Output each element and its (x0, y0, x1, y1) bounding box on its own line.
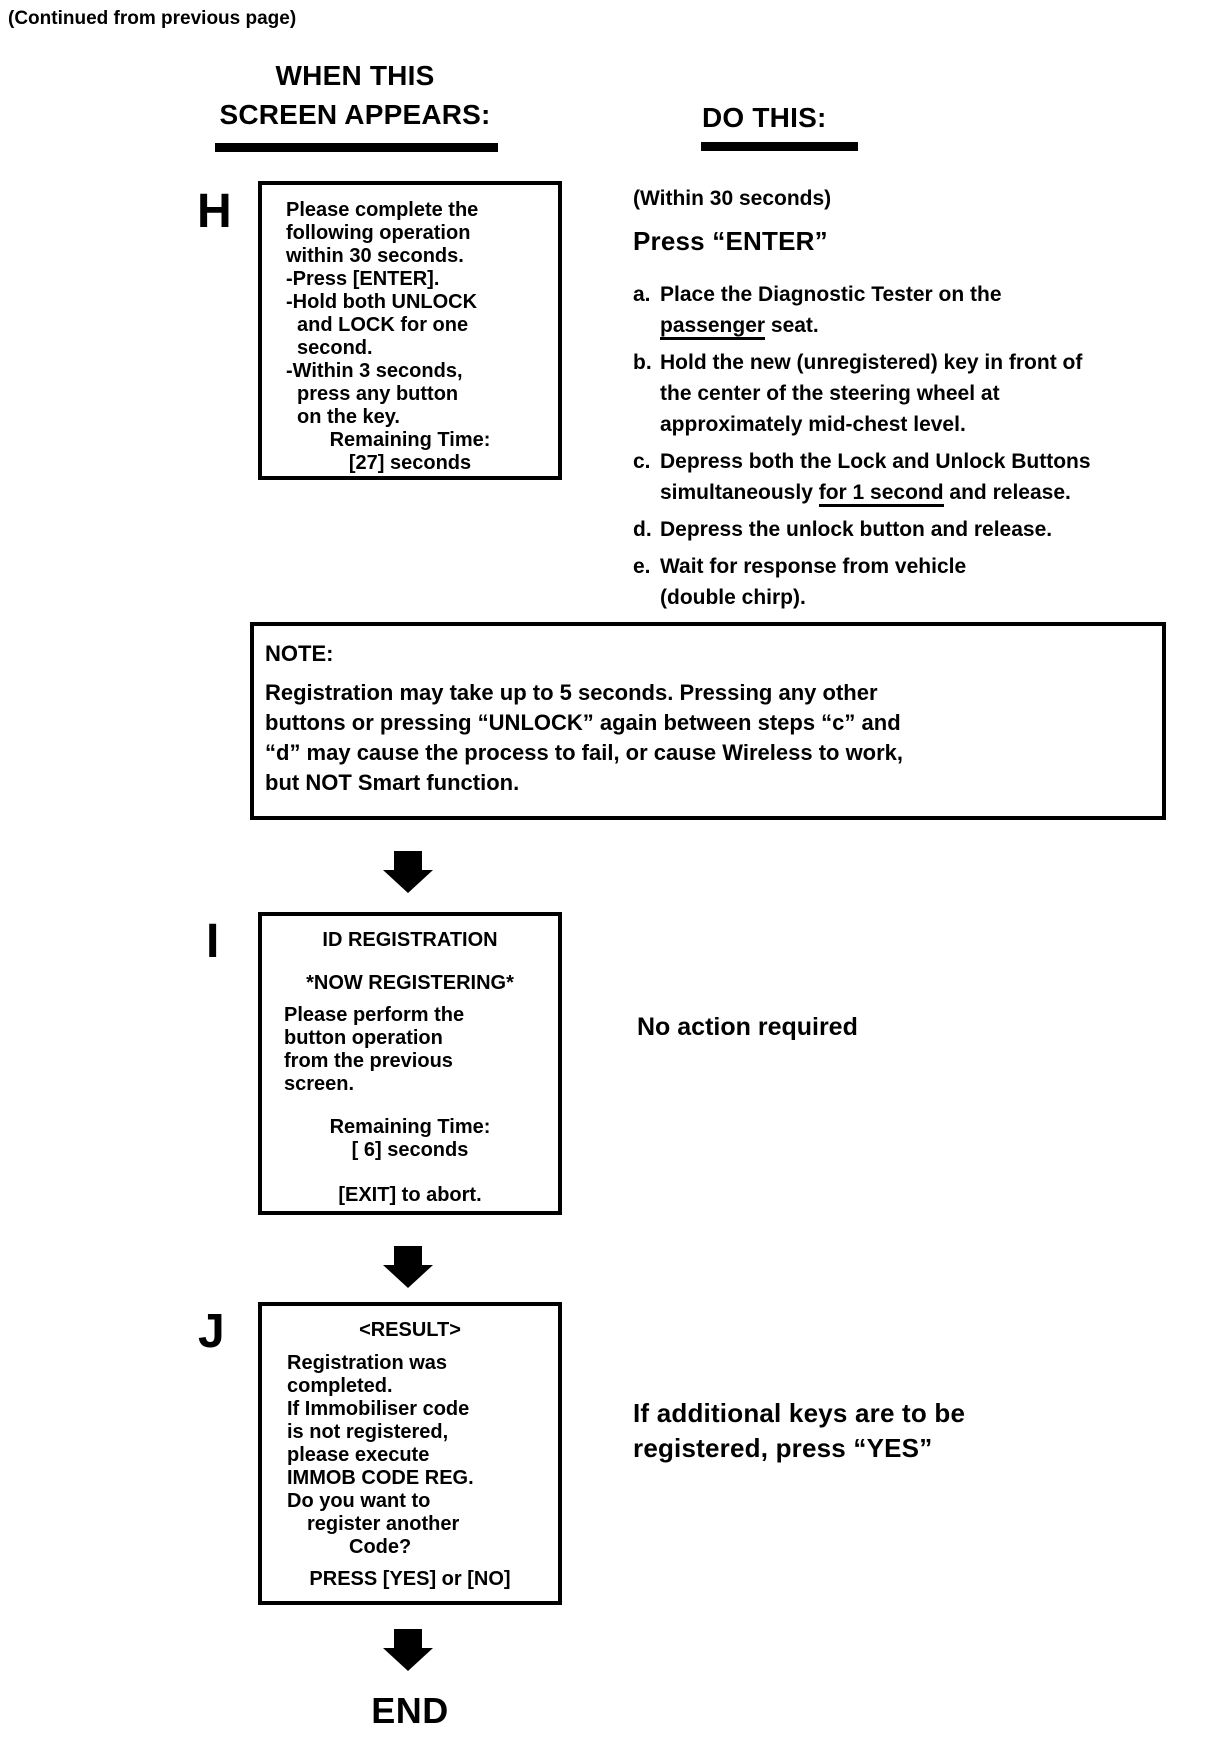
item-text: Hold the new (unregistered) key in front… (660, 351, 1083, 436)
screen-h-line: Please complete the (286, 199, 479, 221)
screen-h-remaining-value: [27] seconds (348, 452, 472, 474)
down-arrow-icon (383, 1629, 433, 1671)
left-column-header-line1: WHEN THIS (275, 60, 435, 91)
underlined-text: for 1 second (818, 481, 944, 507)
underlined-text: passenger (660, 314, 766, 340)
screen-h-line: press any button (297, 383, 459, 405)
arrow-head (383, 870, 433, 893)
item-text: Depress both the Lock and Unlock Buttons… (660, 446, 1091, 508)
note-line: “d” may cause the process to fail, or ca… (265, 740, 904, 765)
note-line: Registration may take up to 5 seconds. P… (265, 680, 878, 705)
screen-j: <RESULT> Registration was completed. If … (258, 1302, 562, 1605)
step-j-label: J (198, 1305, 225, 1358)
item-text: Depress the unlock button and release. (660, 518, 1053, 541)
instruction-item-b: b. Hold the new (unregistered) key in fr… (633, 347, 1213, 440)
screen-j-line: is not registered, (287, 1421, 449, 1443)
right-column-header: DO THIS: (702, 102, 827, 133)
arrow-stem (394, 851, 422, 870)
screen-j-line: Code? (349, 1536, 412, 1558)
step-h-instruction-list: a. Place the Diagnostic Tester on the pa… (633, 279, 1213, 613)
item-marker: c. (633, 450, 651, 473)
left-header-underline (215, 143, 498, 152)
screen-j-line: IMMOB CODE REG. (287, 1467, 474, 1489)
screen-i-remaining-label: Remaining Time: (329, 1116, 491, 1138)
down-arrow-icon (383, 851, 433, 893)
screen-h-line: within 30 seconds. (286, 245, 464, 267)
screen-h: Please complete the following operation … (258, 181, 562, 480)
arrow-head (383, 1648, 433, 1671)
screen-h-remaining-label: Remaining Time: (329, 429, 491, 451)
item-text: Wait for response from vehicle (double c… (660, 555, 967, 609)
arrow-stem (394, 1629, 422, 1648)
left-column-header: WHEN THIS SCREEN APPEARS: (180, 56, 530, 134)
arrow-head (383, 1265, 433, 1288)
step-j-action-line2: registered, press “YES” (633, 1433, 933, 1463)
screen-i-subtitle: *NOW REGISTERING* (306, 972, 514, 994)
step-h-label: H (197, 185, 232, 238)
note-box: NOTE: Registration may take up to 5 seco… (250, 622, 1166, 820)
screen-i-line: from the previous (284, 1050, 453, 1072)
item-marker: a. (633, 283, 651, 306)
screen-h-line: -Hold both UNLOCK (286, 291, 478, 313)
arrow-stem (394, 1246, 422, 1265)
instruction-item-d: d. Depress the unlock button and release… (633, 514, 1213, 545)
screen-i-line: Please perform the (284, 1004, 465, 1026)
screen-j-line: Do you want to (287, 1490, 431, 1512)
down-arrow-icon (383, 1246, 433, 1288)
screen-i-title: ID REGISTRATION (322, 929, 498, 951)
step-h-timing: (Within 30 seconds) (633, 187, 832, 210)
item-text: Place the Diagnostic Tester on the passe… (660, 279, 1002, 341)
screen-j-line: please execute (287, 1444, 430, 1466)
item-marker: d. (633, 518, 652, 541)
screen-j-press: PRESS [YES] or [NO] (309, 1568, 511, 1590)
step-h-command: Press “ENTER” (633, 226, 828, 256)
screen-h-line: and LOCK for one (297, 314, 469, 336)
screen-j-line: Registration was (287, 1352, 448, 1374)
screen-j-title: <RESULT> (359, 1319, 461, 1341)
step-h-action: (Within 30 seconds) Press “ENTER” a. Pla… (633, 186, 1213, 619)
note-line: buttons or pressing “UNLOCK” again betwe… (265, 710, 901, 735)
screen-h-line: following operation (286, 222, 471, 244)
note-title: NOTE: (265, 641, 334, 666)
screen-i: ID REGISTRATION *NOW REGISTERING* Please… (258, 912, 562, 1215)
step-i-label: I (206, 915, 220, 968)
screen-h-line: -Within 3 seconds, (286, 360, 463, 382)
instruction-item-c: c. Depress both the Lock and Unlock Butt… (633, 446, 1213, 508)
screen-i-line: screen. (284, 1073, 355, 1095)
instruction-item-e: e. Wait for response from vehicle (doubl… (633, 551, 1213, 613)
item-marker: b. (633, 351, 652, 374)
screen-h-line: second. (297, 337, 373, 359)
screen-j-line: register another (307, 1513, 460, 1535)
screen-i-abort: [EXIT] to abort. (338, 1184, 482, 1206)
left-column-header-line2: SCREEN APPEARS: (219, 99, 491, 130)
instruction-item-a: a. Place the Diagnostic Tester on the pa… (633, 279, 1213, 341)
end-label: END (371, 1690, 449, 1731)
screen-h-line: on the key. (297, 406, 400, 428)
step-j-action-line1: If additional keys are to be (633, 1398, 966, 1428)
step-j-action: If additional keys are to be registered,… (633, 1396, 965, 1466)
step-i-action: No action required (637, 1013, 858, 1041)
screen-j-line: If Immobiliser code (287, 1398, 470, 1420)
screen-i-line: button operation (284, 1027, 443, 1049)
continued-note: (Continued from previous page) (8, 8, 297, 29)
screen-i-remaining-value: [ 6] seconds (351, 1139, 469, 1161)
right-header-underline (701, 142, 858, 151)
screen-h-line: -Press [ENTER]. (286, 268, 440, 290)
item-marker: e. (633, 555, 651, 578)
screen-j-line: completed. (287, 1375, 393, 1397)
note-line: but NOT Smart function. (265, 770, 520, 795)
